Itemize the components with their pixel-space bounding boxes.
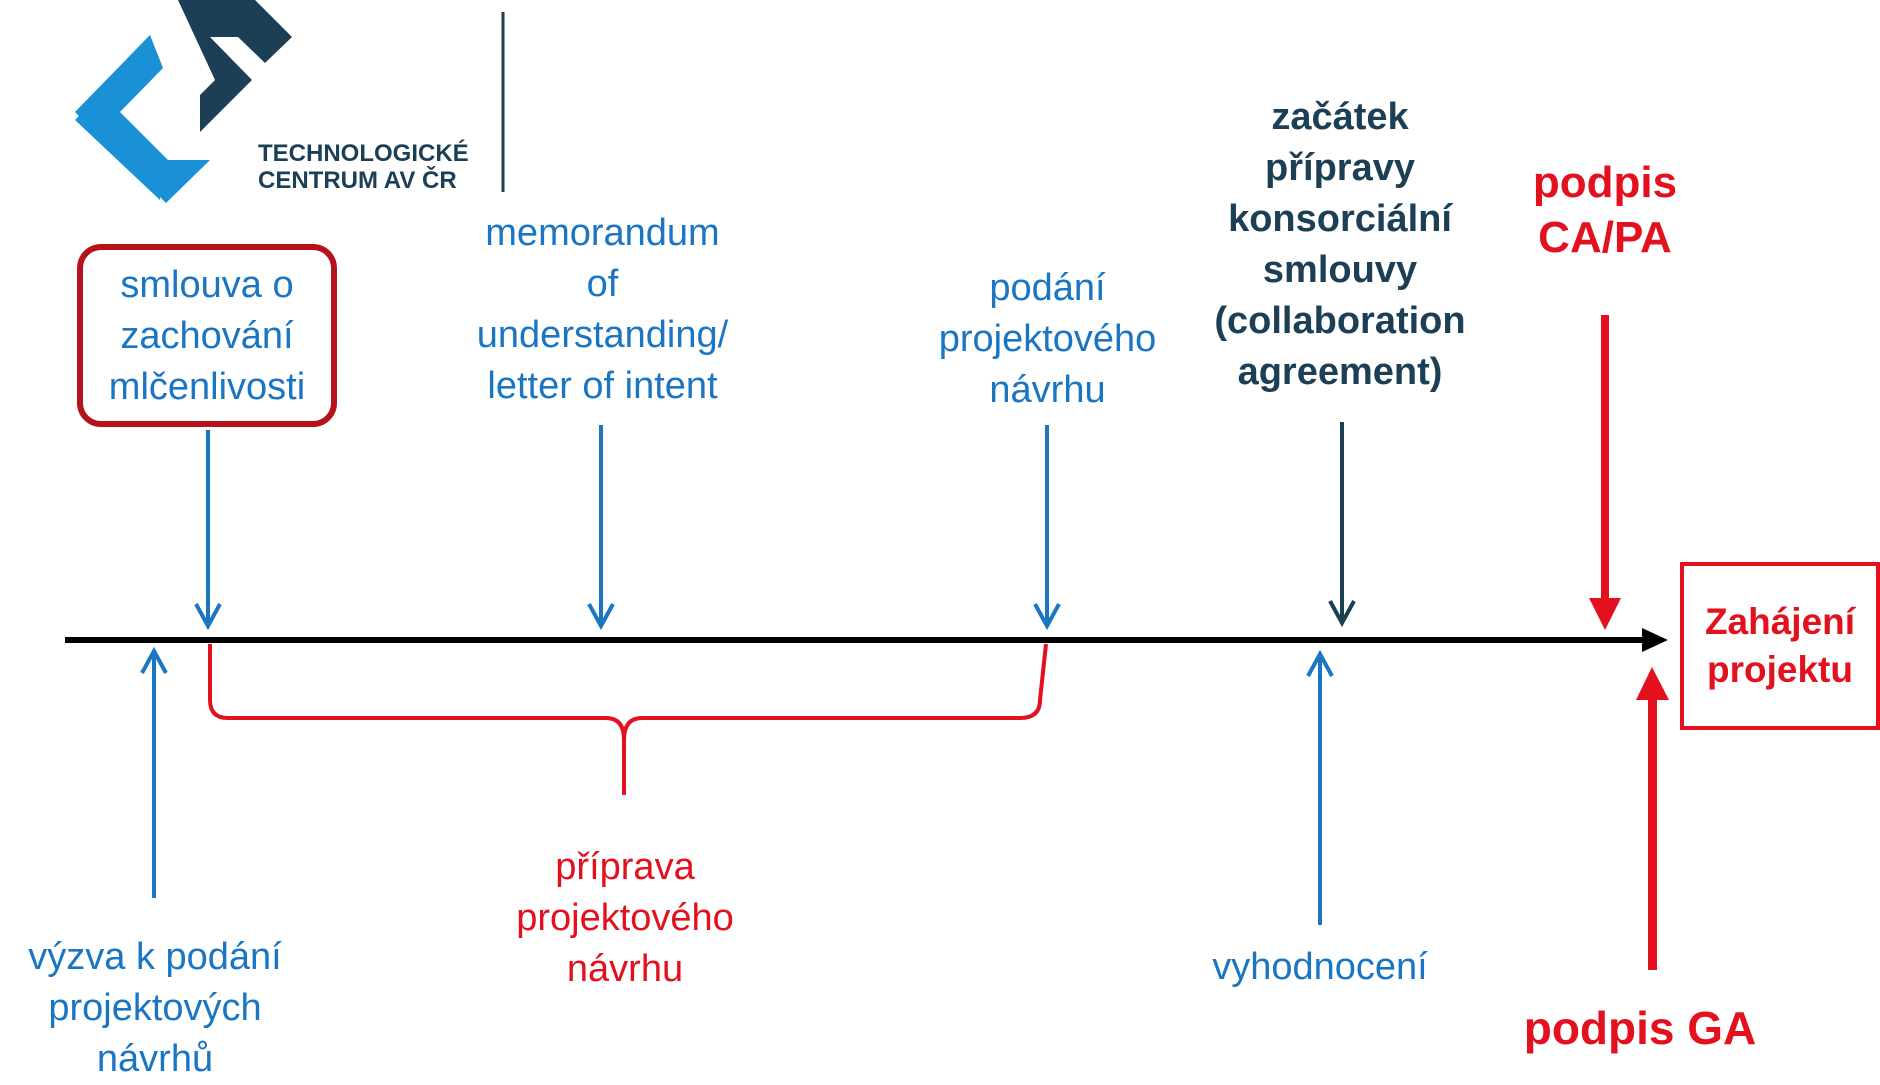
- label-evaluation: vyhodnocení: [1212, 946, 1428, 988]
- label-nda: smlouva o zachování mlčenlivosti: [108, 264, 306, 408]
- logo-icon: [75, 0, 292, 203]
- arrow-ca-start: [1328, 422, 1356, 628]
- arrow-evaluation: [1306, 649, 1334, 925]
- arrow-nda: [194, 430, 222, 631]
- arrow-ga: [1636, 667, 1669, 970]
- label-ga: podpis GA: [1523, 1002, 1757, 1054]
- label-call: výzva k podání projektových návrhů: [28, 936, 282, 1080]
- project-start-box: [1680, 562, 1880, 730]
- preparation-bracket: [208, 643, 1048, 795]
- arrow-call: [140, 646, 168, 898]
- nda-box: [77, 244, 337, 427]
- timeline-arrowhead: [1642, 628, 1668, 652]
- label-ca-start: začátek přípravy konsorciální smlouvy (c…: [1214, 96, 1466, 393]
- label-preparation: příprava projektového návrhu: [516, 846, 734, 990]
- label-submission: podání projektového návrhu: [938, 267, 1157, 411]
- label-mou: memorandum of understanding/ letter of i…: [476, 212, 729, 407]
- logo-text: TECHNOLOGICKÉ CENTRUM AV ČR: [258, 140, 469, 194]
- arrow-ca-pa: [1589, 315, 1621, 630]
- arrow-submission: [1033, 425, 1061, 631]
- arrow-mou: [587, 425, 615, 631]
- label-project-start: Zahájení projektu: [1704, 601, 1856, 690]
- label-ca-pa: podpis CA/PA: [1532, 158, 1678, 262]
